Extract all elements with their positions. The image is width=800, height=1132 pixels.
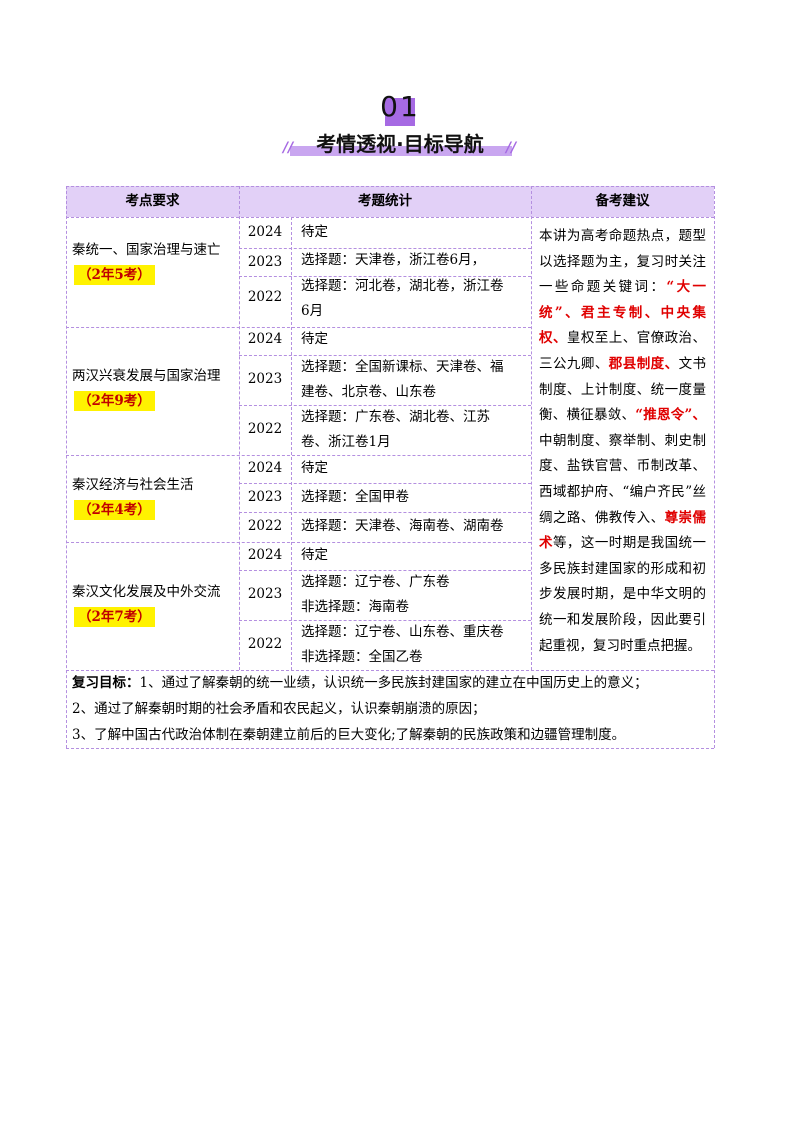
table-rule xyxy=(239,512,531,513)
exam-line: 非选择题：全国乙卷 xyxy=(301,649,423,665)
advice-text: 中朝制度、察举制、刺史制度、盐铁官营、币制改革、西域都护府、“编户齐民”丝绸之路… xyxy=(539,432,706,526)
topic-cell: 秦汉经济与社会生活 （2年4考） xyxy=(66,473,239,523)
year-cell: 2023 xyxy=(247,254,283,270)
exam-cell: 待定 xyxy=(301,331,328,347)
exam-cell: 选择题：全国新课标、天津卷、福 建卷、北京卷、山东卷 xyxy=(291,355,531,405)
topic-name: 两汉兴衰发展与国家治理 xyxy=(72,368,221,384)
table-border xyxy=(66,748,714,749)
year-cell: 2022 xyxy=(247,518,283,534)
decor-slash-left: // xyxy=(283,140,294,156)
goals-label: 复习目标： xyxy=(72,675,140,691)
table-border xyxy=(66,186,714,187)
exam-line: 选择题：河北卷，湖北卷，浙江卷 xyxy=(301,278,504,294)
exam-cell: 选择题：广东卷、湖北卷、江苏 卷、浙江卷1月 xyxy=(291,405,531,455)
table-rule xyxy=(291,217,292,670)
goal-line: 复习目标：1、通过了解秦朝的统一业绩，认识统一多民族封建国家的建立在中国历史上的… xyxy=(72,670,714,696)
number-accent-bar xyxy=(385,98,415,126)
advice-text: 本讲为高考命题热点，题型以选择题为主，复习时关注一些命题关键词： xyxy=(539,228,706,296)
year-cell: 2024 xyxy=(247,460,283,476)
table-rule xyxy=(239,570,531,571)
decor-slash-right: // xyxy=(506,140,517,156)
exam-cell: 选择题：河北卷，湖北卷，浙江卷 6月 xyxy=(291,274,531,324)
table-rule xyxy=(239,355,531,356)
advice-keyword: “大一统”、君主专制、中央集权、 xyxy=(539,279,707,347)
year-cell: 2024 xyxy=(247,224,283,240)
year-cell: 2022 xyxy=(247,289,283,305)
exam-line: 建卷、北京卷、山东卷 xyxy=(301,384,436,400)
year-cell: 2023 xyxy=(247,489,283,505)
table-rule xyxy=(66,217,714,218)
exam-line: 选择题：辽宁卷、广东卷 xyxy=(301,574,450,590)
exam-cell: 待定 xyxy=(301,460,328,476)
title-highlight xyxy=(290,146,512,156)
exam-cell: 选择题：天津卷，浙江卷6月， xyxy=(301,252,486,268)
topic-name: 秦汉经济与社会生活 xyxy=(72,477,194,493)
table-header-row xyxy=(66,186,714,217)
goal-text: 1、通过了解秦朝的统一业绩，认识统一多民族封建国家的建立在中国历史上的意义； xyxy=(139,675,648,691)
advice-text: 文书制度、上计制度、统一度量衡、横征暴敛、 xyxy=(539,355,707,424)
table-rule xyxy=(239,483,531,484)
topic-count-badge: （2年4考） xyxy=(74,500,155,520)
table-rule xyxy=(66,670,714,671)
topic-name: 秦汉文化发展及中外交流 xyxy=(72,584,221,600)
topic-name: 秦统一、国家治理与速亡 xyxy=(72,242,221,258)
year-cell: 2022 xyxy=(247,636,283,652)
topic-cell: 秦统一、国家治理与速亡 （2年5考） xyxy=(66,238,239,288)
topic-count-badge: （2年5考） xyxy=(74,265,155,285)
exam-cell: 待定 xyxy=(301,547,328,563)
advice-keyword: 郡县制度、 xyxy=(608,355,679,372)
year-cell: 2024 xyxy=(247,331,283,347)
year-cell: 2023 xyxy=(247,586,283,602)
exam-cell: 待定 xyxy=(301,224,328,240)
exam-cell: 选择题：辽宁卷、山东卷、重庆卷 非选择题：全国乙卷 xyxy=(291,620,531,670)
advice-keyword: 尊崇儒术 xyxy=(539,509,707,552)
goal-line: 3、了解中国古代政治体制在秦朝建立前后的巨大变化;了解秦朝的民族政策和边疆管理制… xyxy=(72,727,626,743)
topic-cell: 秦汉文化发展及中外交流 （2年7考） xyxy=(66,580,239,630)
table-rule xyxy=(66,327,531,328)
topic-cell: 两汉兴衰发展与国家治理 （2年9考） xyxy=(66,364,239,414)
topic-count-badge: （2年7考） xyxy=(74,607,155,627)
exam-line: 选择题：全国新课标、天津卷、福 xyxy=(301,359,504,375)
year-cell: 2023 xyxy=(247,371,283,387)
table-rule xyxy=(239,186,240,670)
exam-line: 6月 xyxy=(301,303,324,319)
goal-line: 2、通过了解秦朝时期的社会矛盾和农民起义，认识秦朝崩溃的原因； xyxy=(72,701,486,717)
year-cell: 2022 xyxy=(247,421,283,437)
advice-text: 皇权至上、官僚政治、三公九卿、 xyxy=(539,330,707,372)
table-rule xyxy=(239,405,531,406)
table-rule xyxy=(239,248,531,249)
advice-text: 等，这一时期是我国统一多民族封建国家的形成和初步发展时期，是中华文明的统一和发展… xyxy=(539,535,707,654)
year-cell: 2024 xyxy=(247,547,283,563)
table-rule xyxy=(531,186,532,670)
exam-cell: 选择题：天津卷、海南卷、湖南卷 xyxy=(301,518,504,534)
exam-line: 选择题：辽宁卷、山东卷、重庆卷 xyxy=(301,624,504,640)
exam-cell: 选择题：全国甲卷 xyxy=(301,489,409,505)
exam-analysis-table: 考点要求 考题统计 备考建议 秦统一、国家治理与速亡 （2年5考） 2024 待… xyxy=(66,186,715,749)
header-statistics: 考题统计 xyxy=(358,193,412,209)
review-goals: 复习目标：1、通过了解秦朝的统一业绩，认识统一多民族封建国家的建立在中国历史上的… xyxy=(66,670,714,748)
table-border xyxy=(714,186,715,748)
exam-line: 卷、浙江卷1月 xyxy=(301,434,391,450)
exam-cell: 选择题：辽宁卷、广东卷 非选择题：海南卷 xyxy=(291,570,531,620)
table-rule xyxy=(239,620,531,621)
table-rule xyxy=(66,455,531,456)
exam-line: 非选择题：海南卷 xyxy=(301,599,409,615)
section-number: 01 xyxy=(380,90,420,123)
table-border xyxy=(66,186,67,748)
section-title: 考情透视·目标导航 xyxy=(316,132,484,156)
table-rule xyxy=(66,542,531,543)
advice-keyword: “推恩令”、 xyxy=(635,407,707,424)
advice-cell: 本讲为高考命题热点，题型以选择题为主，复习时关注一些命题关键词：“大一统”、君主… xyxy=(531,224,714,659)
header-advice: 备考建议 xyxy=(595,193,650,209)
topic-count-badge: （2年9考） xyxy=(74,391,155,411)
exam-line: 选择题：广东卷、湖北卷、江苏 xyxy=(301,409,490,425)
header-requirements: 考点要求 xyxy=(125,193,180,209)
table-rule xyxy=(239,276,531,277)
